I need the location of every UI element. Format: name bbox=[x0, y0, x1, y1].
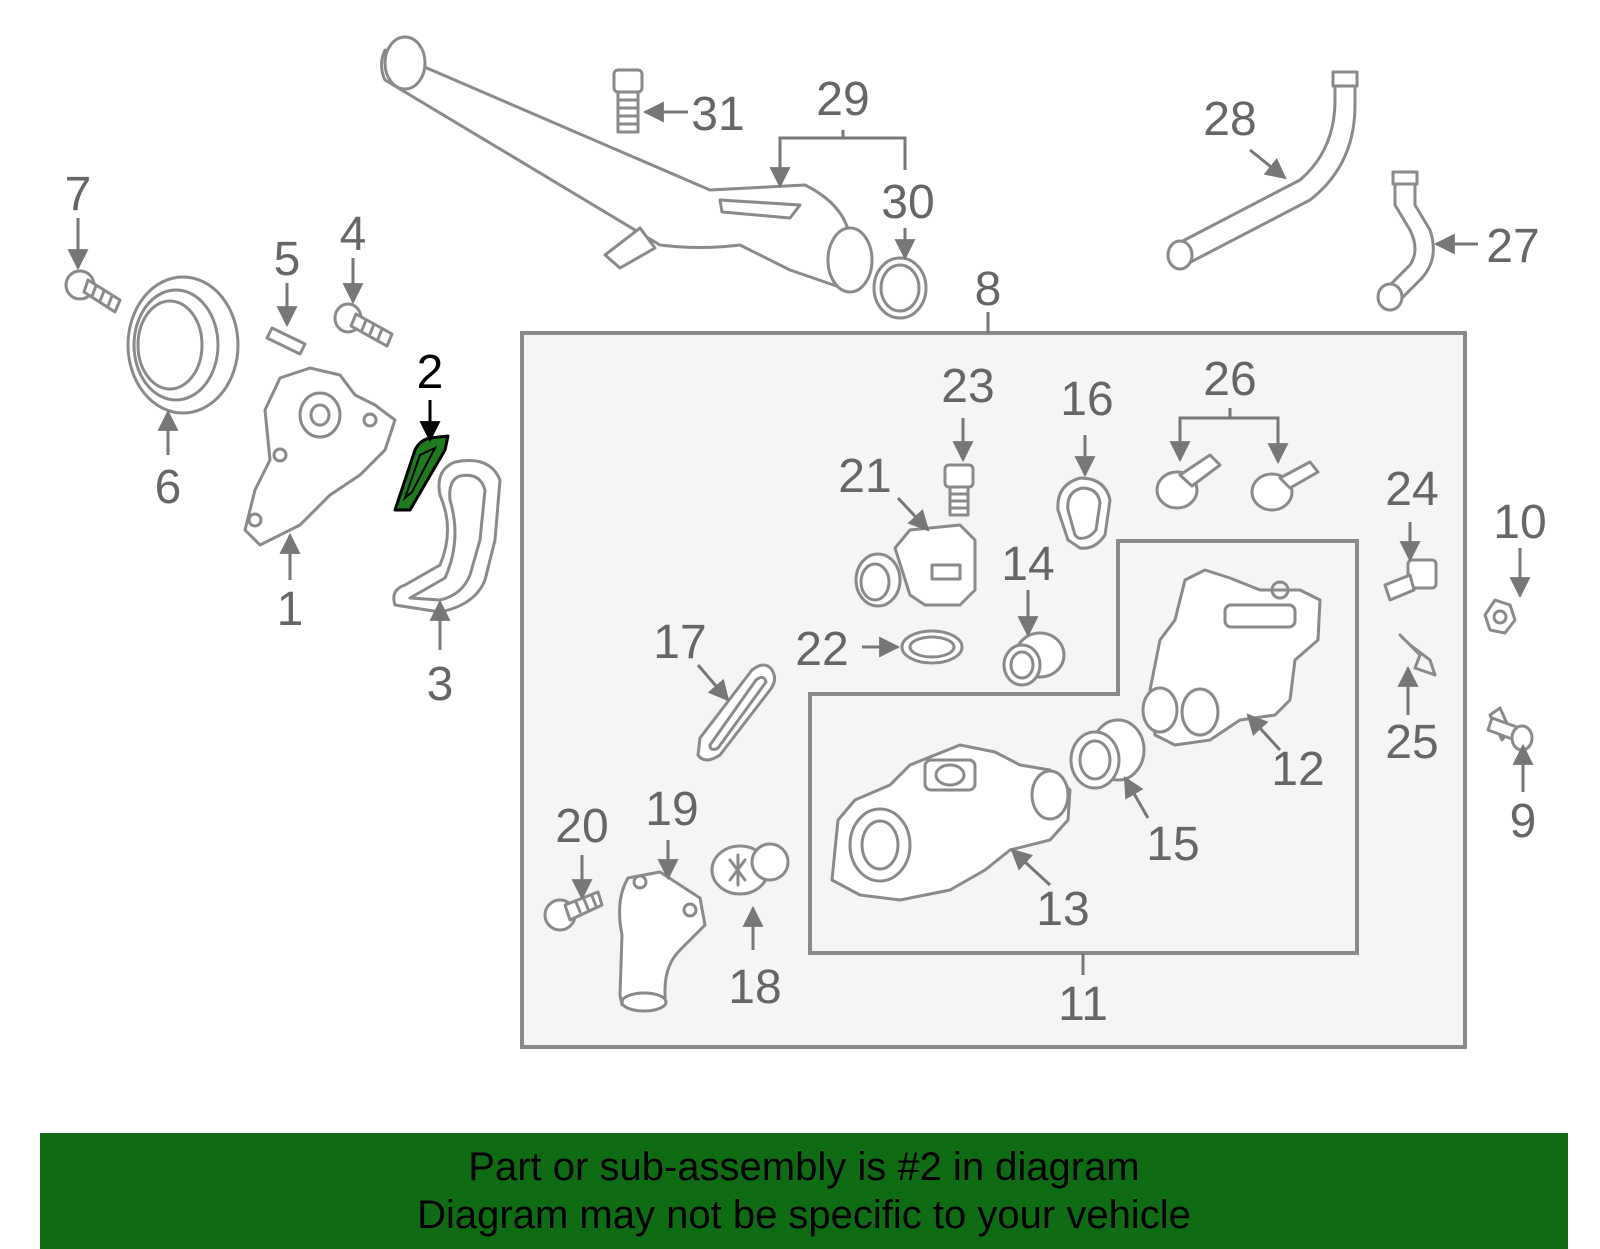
coolant-pipe-part[interactable] bbox=[380, 35, 874, 294]
bolt-23-part[interactable] bbox=[943, 463, 975, 517]
leader-21 bbox=[896, 496, 930, 532]
housing-12-part[interactable] bbox=[1141, 568, 1322, 747]
leader-26 bbox=[1169, 408, 1232, 463]
pin-5-part[interactable] bbox=[265, 326, 307, 356]
banner-line-2: Diagram may not be specific to your vehi… bbox=[417, 1193, 1191, 1237]
callout-10: 10 bbox=[1493, 496, 1546, 549]
clip-25-part[interactable] bbox=[1398, 633, 1437, 677]
callout-13: 13 bbox=[1036, 883, 1089, 936]
callout-2: 2 bbox=[417, 346, 444, 399]
gasket-16-part[interactable] bbox=[1056, 476, 1112, 550]
callout-7: 7 bbox=[65, 168, 92, 221]
callout-22: 22 bbox=[795, 623, 848, 676]
callout-12: 12 bbox=[1271, 743, 1324, 796]
sensor-26a-part[interactable] bbox=[1155, 453, 1222, 510]
leader-29b bbox=[843, 136, 907, 170]
gasket-3-part[interactable] bbox=[392, 459, 502, 614]
callout-1: 1 bbox=[277, 583, 304, 636]
callout-21: 21 bbox=[838, 450, 891, 503]
callout-19: 19 bbox=[645, 783, 698, 836]
leader-28 bbox=[1249, 148, 1287, 180]
thermostat-18-part[interactable] bbox=[710, 842, 790, 896]
callout-11: 11 bbox=[1058, 978, 1108, 1031]
info-banner: Part or sub-assembly is #2 in diagram Di… bbox=[40, 1133, 1568, 1249]
callout-17: 17 bbox=[653, 616, 706, 669]
callout-16: 16 bbox=[1060, 373, 1113, 426]
callout-25: 25 bbox=[1385, 716, 1438, 769]
callout-4: 4 bbox=[340, 208, 367, 261]
callout-24: 24 bbox=[1385, 463, 1438, 516]
callout-6: 6 bbox=[155, 461, 182, 514]
callout-28: 28 bbox=[1203, 93, 1256, 146]
bolt-4-part[interactable] bbox=[333, 302, 394, 348]
leader-26b bbox=[1230, 416, 1289, 465]
sensor-24-part[interactable] bbox=[1383, 558, 1438, 602]
callout-23: 23 bbox=[941, 360, 994, 413]
callout-8: 8 bbox=[975, 263, 1002, 316]
callout-26: 26 bbox=[1203, 353, 1256, 406]
bolt-20-part[interactable] bbox=[543, 890, 604, 932]
banner-line-1: Part or sub-assembly is #2 in diagram bbox=[468, 1145, 1140, 1189]
callout-27: 27 bbox=[1486, 220, 1539, 273]
bolt-9-part[interactable] bbox=[1486, 706, 1534, 752]
housing-13-part[interactable] bbox=[830, 743, 1072, 902]
outlet-19-part[interactable] bbox=[618, 870, 707, 1013]
leader-12 bbox=[1246, 713, 1282, 752]
housing-21-part[interactable] bbox=[854, 523, 977, 608]
water-pump-1-part[interactable] bbox=[243, 366, 397, 547]
leader-15 bbox=[1123, 776, 1150, 819]
o-ring-30-part[interactable] bbox=[872, 256, 928, 320]
callout-30: 30 bbox=[881, 176, 934, 229]
o-ring-22-part[interactable] bbox=[900, 629, 964, 665]
seal-15-part[interactable] bbox=[1069, 718, 1146, 790]
pulley-6-part[interactable] bbox=[126, 275, 240, 415]
leader-13 bbox=[1010, 848, 1052, 887]
callout-31: 31 bbox=[691, 88, 744, 141]
callout-5: 5 bbox=[274, 233, 301, 286]
callout-3: 3 bbox=[427, 658, 454, 711]
hose-27-part[interactable] bbox=[1376, 170, 1435, 312]
callout-14: 14 bbox=[1001, 538, 1054, 591]
bolt-7-part[interactable] bbox=[64, 269, 122, 314]
sensor-26b-part[interactable] bbox=[1250, 460, 1320, 512]
callout-15: 15 bbox=[1146, 818, 1199, 871]
callout-18: 18 bbox=[728, 961, 781, 1014]
gasket-17-part[interactable] bbox=[696, 663, 777, 762]
bolt-31-part[interactable] bbox=[612, 68, 644, 134]
leader-29 bbox=[769, 130, 845, 189]
callout-9: 9 bbox=[1510, 795, 1537, 848]
leader-17 bbox=[696, 664, 730, 702]
nut-10-part[interactable] bbox=[1483, 598, 1517, 635]
seal-14-part[interactable] bbox=[1002, 631, 1066, 687]
callout-29: 29 bbox=[816, 73, 869, 126]
callout-20: 20 bbox=[555, 800, 608, 853]
hose-28-part[interactable] bbox=[1166, 70, 1359, 271]
